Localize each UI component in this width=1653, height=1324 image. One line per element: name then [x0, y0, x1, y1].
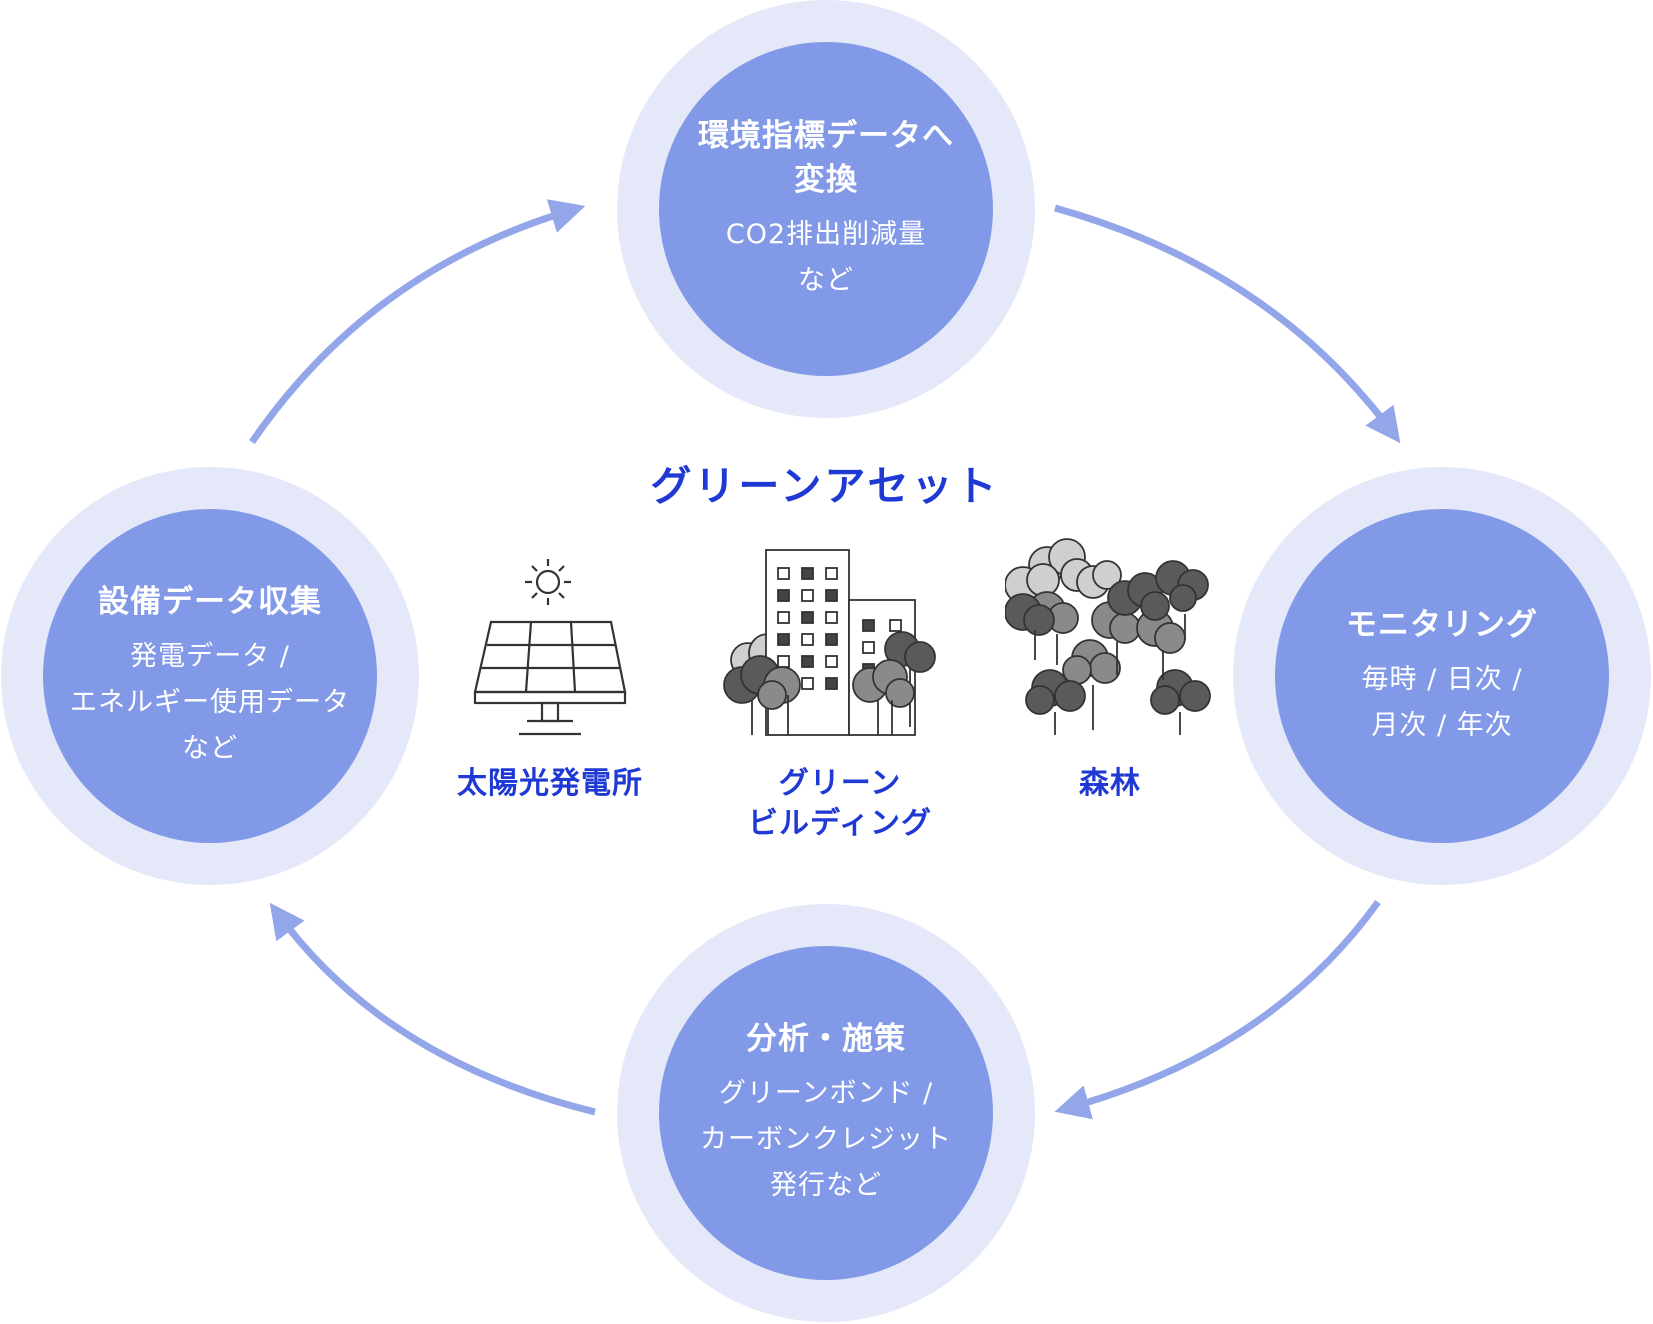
- arrow-left-to-top: [249, 199, 586, 444]
- node-left-ring: 設備データ収集 発電データ / エネルギー使用データ など: [1, 467, 419, 885]
- node-right-title: モニタリング: [1346, 607, 1538, 643]
- forest-icon: [1005, 538, 1211, 735]
- node-left-circle: 設備データ収集 発電データ / エネルギー使用データ など: [43, 509, 377, 843]
- node-bottom-ring: 分析・施策 グリーンボンド / カーボンクレジット 発行など: [617, 904, 1035, 1322]
- arrow-bottom-to-left: [269, 902, 596, 1116]
- arrow-top-to-right: [1054, 204, 1401, 444]
- node-left-title: 設備データ収集: [98, 584, 322, 620]
- asset-label-green-building: グリーン ビルディング: [748, 766, 932, 841]
- node-right-circle: モニタリング 毎時 / 日次 / 月次 / 年次: [1275, 509, 1609, 843]
- node-top-subtitle: CO2排出削減量 など: [725, 219, 927, 296]
- node-top-title: 環境指標データへ 変換: [698, 118, 954, 198]
- node-bottom-circle: 分析・施策 グリーンボンド / カーボンクレジット 発行など: [659, 946, 993, 1280]
- node-top-circle: 環境指標データへ 変換 CO2排出削減量 など: [659, 42, 993, 376]
- green-building-icon: [723, 549, 936, 736]
- center-title: グリーンアセット: [650, 462, 1000, 510]
- node-left-subtitle: 発電データ / エネルギー使用データ など: [70, 641, 350, 764]
- asset-label-solar: 太陽光発電所: [457, 766, 643, 801]
- node-right-subtitle: 毎時 / 日次 / 月次 / 年次: [1361, 664, 1523, 741]
- asset-label-forest: 森林: [1079, 766, 1141, 801]
- solar-panel-icon: [473, 559, 627, 736]
- node-bottom-subtitle: グリーンボンド / カーボンクレジット 発行など: [700, 1078, 952, 1201]
- arrow-right-to-bottom: [1054, 899, 1381, 1120]
- node-bottom-title: 分析・施策: [746, 1021, 906, 1057]
- node-right-ring: モニタリング 毎時 / 日次 / 月次 / 年次: [1233, 467, 1651, 885]
- node-top-ring: 環境指標データへ 変換 CO2排出削減量 など: [617, 0, 1035, 418]
